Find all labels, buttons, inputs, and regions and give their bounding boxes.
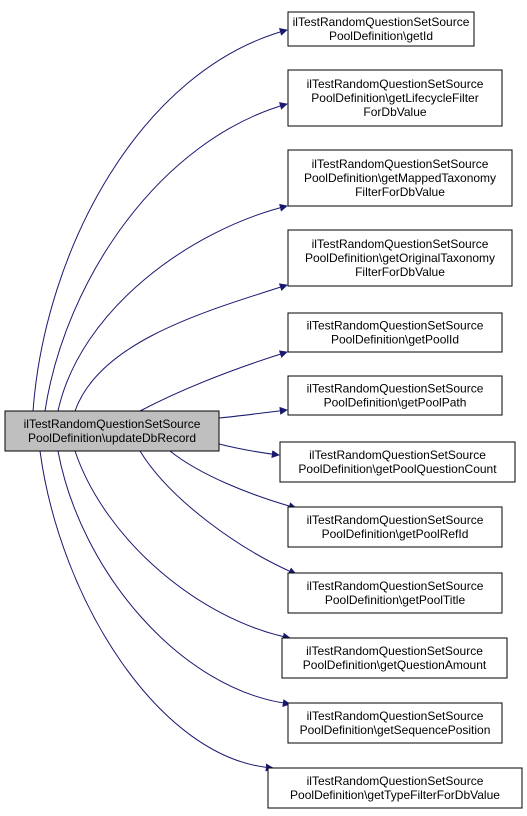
node-get-id-label-line: PoolDefinition\getId: [329, 29, 433, 43]
node-get-lifecycle-filter-for-db-value-label-line: ForDbValue: [363, 105, 426, 119]
node-get-pool-id-label-line: ilTestRandomQuestionSetSource: [307, 319, 484, 333]
node-get-type-filter-for-db-value-box: [267, 767, 523, 809]
node-get-mapped-taxonomy-filter-for-db-value-label-line: FilterForDbValue: [355, 185, 445, 199]
node-get-question-amount-label-line: ilTestRandomQuestionSetSource: [306, 644, 483, 658]
node-get-id-box: [287, 11, 475, 47]
node-get-pool-question-count[interactable]: ilTestRandomQuestionSetSourcePoolDefinit…: [279, 441, 516, 483]
node-get-pool-question-count-label-line: ilTestRandomQuestionSetSource: [309, 448, 486, 462]
edge-to-get-pool-id: [139, 350, 288, 412]
edge-to-get-pool-title: [139, 450, 297, 575]
node-get-original-taxonomy-filter-for-db-value-label-line: PoolDefinition\getOriginalTaxonomy: [305, 251, 495, 265]
node-get-type-filter-for-db-value-label-line: ilTestRandomQuestionSetSource: [307, 774, 484, 788]
edge-to-get-type-filter-for-db-value: [39, 450, 274, 772]
node-get-question-amount-box: [281, 637, 508, 679]
node-get-lifecycle-filter-for-db-value-label-line: PoolDefinition\getLifecycleFilter: [311, 91, 478, 105]
node-get-mapped-taxonomy-filter-for-db-value-label-line: PoolDefinition\getMappedTaxonomy: [304, 171, 496, 185]
node-get-lifecycle-filter-for-db-value[interactable]: ilTestRandomQuestionSetSourcePoolDefinit…: [287, 69, 503, 127]
node-get-mapped-taxonomy-filter-for-db-value-box: [287, 149, 513, 207]
node-get-pool-title-label-line: ilTestRandomQuestionSetSource: [307, 579, 484, 593]
edge-to-get-pool-question-count: [218, 443, 280, 459]
node-get-lifecycle-filter-for-db-value-label-line: ilTestRandomQuestionSetSource: [307, 77, 484, 91]
root-node-update-db-record-label-line: ilTestRandomQuestionSetSource: [24, 417, 201, 431]
node-get-pool-title[interactable]: ilTestRandomQuestionSetSourcePoolDefinit…: [287, 572, 503, 614]
node-get-pool-id[interactable]: ilTestRandomQuestionSetSourcePoolDefinit…: [287, 312, 503, 353]
node-get-pool-ref-id-label-line: PoolDefinition\getPoolRefId: [322, 527, 469, 541]
node-get-pool-question-count-label-line: PoolDefinition\getPoolQuestionCount: [298, 462, 497, 476]
node-get-pool-path[interactable]: ilTestRandomQuestionSetSourcePoolDefinit…: [287, 375, 503, 416]
node-get-lifecycle-filter-for-db-value-box: [287, 69, 503, 127]
node-get-pool-id-label-line: PoolDefinition\getPoolId: [331, 333, 459, 347]
node-get-type-filter-for-db-value[interactable]: ilTestRandomQuestionSetSourcePoolDefinit…: [267, 767, 523, 809]
node-get-pool-path-box: [287, 375, 503, 416]
node-get-pool-title-label-line: PoolDefinition\getPoolTitle: [325, 593, 466, 607]
node-get-pool-ref-id[interactable]: ilTestRandomQuestionSetSourcePoolDefinit…: [287, 506, 503, 548]
root-node-update-db-record-box: [4, 410, 220, 452]
node-get-pool-question-count-box: [279, 441, 516, 483]
edge-to-get-pool-ref-id: [169, 450, 297, 510]
node-get-pool-path-label-line: ilTestRandomQuestionSetSource: [307, 382, 484, 396]
edge-to-get-mapped-taxonomy-filter-for-db-value: [57, 203, 288, 412]
node-get-type-filter-for-db-value-label-line: PoolDefinition\getTypeFilterForDbValue: [290, 788, 500, 802]
node-get-pool-ref-id-box: [287, 506, 503, 548]
node-get-pool-path-label-line: PoolDefinition\getPoolPath: [324, 396, 467, 410]
nodes: ilTestRandomQuestionSetSourcePoolDefinit…: [4, 11, 523, 809]
edge-to-get-sequence-position: [57, 450, 291, 708]
edge-to-get-pool-path: [218, 406, 288, 419]
node-get-original-taxonomy-filter-for-db-value-box: [287, 229, 513, 287]
node-get-original-taxonomy-filter-for-db-value-label-line: ilTestRandomQuestionSetSource: [312, 237, 489, 251]
node-get-sequence-position[interactable]: ilTestRandomQuestionSetSourcePoolDefinit…: [287, 702, 503, 744]
root-node-update-db-record-label-line: PoolDefinition\updateDbRecord: [28, 431, 196, 445]
node-get-mapped-taxonomy-filter-for-db-value[interactable]: ilTestRandomQuestionSetSourcePoolDefinit…: [287, 149, 513, 207]
node-get-id-label-line: ilTestRandomQuestionSetSource: [293, 15, 470, 29]
edge-to-get-original-taxonomy-filter-for-db-value: [74, 283, 288, 412]
node-get-pool-title-box: [287, 572, 503, 614]
node-get-sequence-position-label-line: ilTestRandomQuestionSetSource: [307, 709, 484, 723]
node-get-question-amount[interactable]: ilTestRandomQuestionSetSourcePoolDefinit…: [281, 637, 508, 679]
node-get-original-taxonomy-filter-for-db-value-label-line: FilterForDbValue: [355, 265, 445, 279]
edge-to-get-lifecycle-filter-for-db-value: [44, 102, 288, 412]
edge-to-get-question-amount: [74, 450, 291, 641]
root-node-update-db-record[interactable]: ilTestRandomQuestionSetSourcePoolDefinit…: [4, 410, 220, 452]
node-get-mapped-taxonomy-filter-for-db-value-label-line: ilTestRandomQuestionSetSource: [312, 157, 489, 171]
node-get-id[interactable]: ilTestRandomQuestionSetSourcePoolDefinit…: [287, 11, 475, 47]
node-get-pool-ref-id-label-line: ilTestRandomQuestionSetSource: [307, 513, 484, 527]
node-get-pool-id-box: [287, 312, 503, 353]
edges: [32, 28, 297, 772]
node-get-sequence-position-label-line: PoolDefinition\getSequencePosition: [300, 723, 491, 737]
node-get-sequence-position-box: [287, 702, 503, 744]
node-get-original-taxonomy-filter-for-db-value[interactable]: ilTestRandomQuestionSetSourcePoolDefinit…: [287, 229, 513, 287]
edge-to-get-id: [32, 28, 288, 412]
node-get-question-amount-label-line: PoolDefinition\getQuestionAmount: [303, 658, 487, 672]
